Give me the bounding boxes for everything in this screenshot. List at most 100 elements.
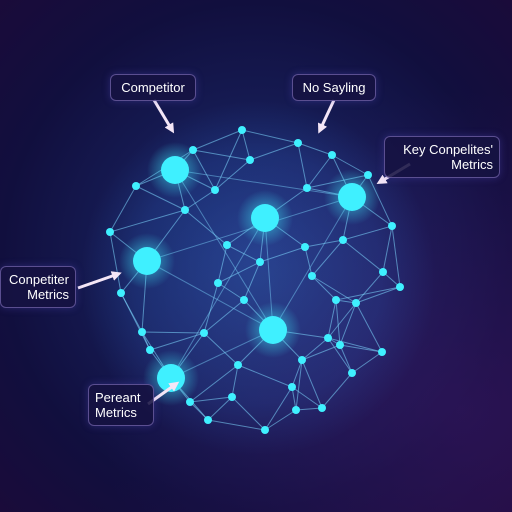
network-edge: [342, 239, 384, 273]
arrow-no-saying: [318, 99, 336, 134]
network-node: [303, 184, 311, 192]
network-node: [379, 268, 387, 276]
hub-node: [161, 156, 189, 184]
network-edge: [327, 299, 337, 339]
label-conpetiter-line1: Conpetiter: [9, 272, 69, 287]
network-edge: [231, 364, 239, 398]
arrow-competitor: [152, 99, 175, 134]
network-edge: [327, 302, 357, 339]
network-node: [238, 126, 246, 134]
network-nodes: [106, 126, 404, 434]
network-edge: [301, 344, 341, 361]
network-node: [200, 329, 208, 337]
network-edge: [291, 386, 323, 409]
network-edge: [243, 261, 261, 301]
network-edge: [342, 225, 393, 241]
network-edge: [304, 239, 344, 248]
network-edge: [217, 261, 261, 284]
network-node: [211, 186, 219, 194]
network-node: [336, 341, 344, 349]
arrow-conpetiter-metrics: [77, 271, 122, 290]
network-node: [308, 272, 316, 280]
network-node: [388, 222, 396, 230]
network-edge: [327, 337, 383, 353]
network-edge: [203, 332, 239, 366]
label-competitor-text: Competitor: [121, 80, 185, 95]
network-edge: [189, 364, 239, 403]
network-edge: [207, 419, 266, 431]
network-edge: [291, 359, 303, 388]
hub-node: [259, 316, 287, 344]
network-node: [352, 299, 360, 307]
network-edge: [249, 142, 299, 161]
label-pereant-metrics: Pereant Metrics: [88, 384, 154, 426]
network-node: [318, 404, 326, 412]
network-node: [223, 241, 231, 249]
network-edge: [264, 386, 293, 431]
network-edge: [174, 169, 274, 331]
network-edge: [109, 185, 137, 233]
label-key-metrics: Key Conpelites' Metrics: [384, 136, 500, 178]
network-node: [328, 151, 336, 159]
network-node: [234, 361, 242, 369]
label-pereant-line1: Pereant: [95, 390, 141, 405]
label-pereant-line2: Metrics: [95, 405, 137, 420]
network-edge: [135, 185, 186, 211]
label-no-saying-text: No Sayling: [302, 80, 366, 95]
network-edge: [321, 372, 353, 409]
label-conpetiter-line2: Metrics: [27, 287, 69, 302]
network-edge: [192, 149, 251, 161]
network-edge: [241, 129, 299, 144]
network-edge: [264, 409, 297, 431]
network-node: [204, 416, 212, 424]
network-edge: [311, 275, 357, 304]
network-edge: [214, 159, 251, 191]
network-node: [396, 283, 404, 291]
network-node: [288, 383, 296, 391]
network-node: [246, 156, 254, 164]
network-edge: [241, 129, 251, 161]
network-edge: [109, 209, 186, 233]
hub-node: [338, 183, 366, 211]
network-node: [106, 228, 114, 236]
network-node: [294, 139, 302, 147]
network-edge: [217, 244, 228, 284]
network-node: [332, 296, 340, 304]
network-edge: [189, 396, 233, 403]
network-edge: [355, 271, 384, 304]
network-node: [228, 393, 236, 401]
network-edge: [304, 246, 313, 277]
network-edge: [297, 142, 333, 156]
network-edge: [311, 275, 337, 301]
network-edge: [231, 396, 266, 431]
network-edge: [149, 332, 205, 351]
network-edge: [301, 359, 323, 409]
network-edge: [301, 337, 329, 361]
network-edge: [351, 351, 383, 374]
network-node: [348, 369, 356, 377]
network-node: [117, 289, 125, 297]
network-edge: [311, 239, 344, 277]
network-edge: [109, 231, 122, 294]
label-no-saying: No Sayling: [292, 74, 376, 101]
network-node: [181, 206, 189, 214]
network-edge: [339, 302, 357, 346]
network-node: [146, 346, 154, 354]
network-edge: [184, 189, 216, 211]
label-conpetiter-metrics: Conpetiter Metrics: [0, 266, 76, 308]
label-competitor: Competitor: [110, 74, 196, 101]
network-edge: [295, 407, 323, 411]
network-edge: [339, 344, 353, 374]
network-node: [132, 182, 140, 190]
network-edge: [214, 129, 243, 191]
network-edge: [259, 246, 306, 263]
label-key-metrics-line1: Key Conpelites': [403, 142, 493, 157]
network-node: [214, 279, 222, 287]
network-edge: [226, 244, 261, 263]
network-node: [378, 348, 386, 356]
network-node: [261, 426, 269, 434]
network-edge: [391, 225, 401, 288]
network-node: [339, 236, 347, 244]
network-edge: [297, 142, 308, 189]
